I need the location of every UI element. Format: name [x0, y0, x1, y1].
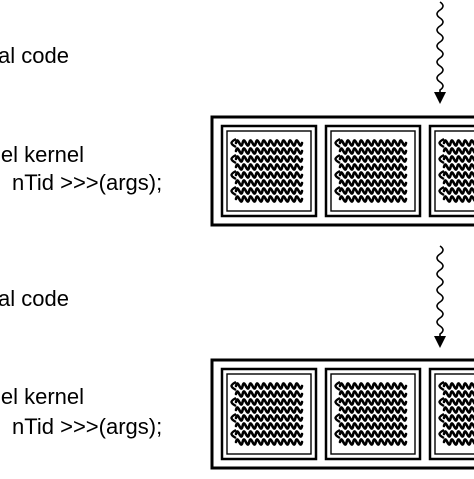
thread-block-3	[430, 126, 474, 216]
thread-squiggle-row	[340, 196, 406, 201]
thread-squiggle-row	[236, 383, 302, 388]
wavy-down-arrow-icon	[434, 2, 446, 104]
thread-squiggle-row	[236, 431, 302, 436]
thread-squiggle-row	[340, 140, 406, 145]
kernel-label-line2-2: nTid >>>(args);	[12, 414, 162, 440]
thread-squiggle-row	[340, 391, 406, 396]
thread-squiggle-row	[340, 172, 406, 177]
thread-squiggle-row	[236, 148, 302, 153]
kernel-label-line1-1: lel kernel	[0, 142, 84, 168]
thread-squiggle-row	[236, 399, 302, 404]
thread-squiggle-row	[236, 439, 302, 444]
thread-squiggle-row	[340, 156, 406, 161]
thread-block-2	[326, 126, 420, 216]
kernel-label-line2-1: nTid >>>(args);	[12, 170, 162, 196]
thread-squiggle-row	[340, 180, 406, 185]
thread-squiggle-row	[236, 423, 302, 428]
thread-squiggle-row	[236, 407, 302, 412]
thread-squiggle-row	[340, 399, 406, 404]
thread-squiggle-row	[340, 148, 406, 153]
thread-squiggle-row	[236, 164, 302, 169]
thread-squiggle-row	[236, 188, 302, 193]
thread-block-3	[430, 369, 474, 459]
arrow-head	[434, 92, 446, 104]
thread-squiggle-row	[236, 156, 302, 161]
thread-squiggle-row	[340, 423, 406, 428]
thread-squiggle-row	[236, 140, 302, 145]
grid-2	[212, 360, 474, 468]
thread-block-2	[326, 369, 420, 459]
wavy-arrow-shaft	[437, 246, 443, 338]
serial-code-label-1: al code	[0, 43, 69, 69]
thread-squiggle-row	[340, 383, 406, 388]
thread-squiggle-row	[340, 164, 406, 169]
grid-1	[212, 117, 474, 225]
thread-squiggle-row	[340, 431, 406, 436]
thread-squiggle-row	[236, 415, 302, 420]
kernel-label-line1-2: lel kernel	[0, 384, 84, 410]
thread-squiggle-row	[236, 196, 302, 201]
thread-squiggle-row	[236, 172, 302, 177]
wavy-down-arrow-icon	[434, 246, 446, 348]
thread-squiggle-row	[340, 407, 406, 412]
wavy-arrow-shaft	[437, 2, 443, 94]
thread-squiggle-row	[340, 415, 406, 420]
thread-block-1	[222, 369, 316, 459]
serial-code-label-2: al code	[0, 286, 69, 312]
thread-squiggle-row	[236, 391, 302, 396]
arrow-head	[434, 336, 446, 348]
thread-squiggle-row	[236, 180, 302, 185]
thread-block-1	[222, 126, 316, 216]
thread-squiggle-row	[340, 439, 406, 444]
thread-squiggle-row	[340, 188, 406, 193]
